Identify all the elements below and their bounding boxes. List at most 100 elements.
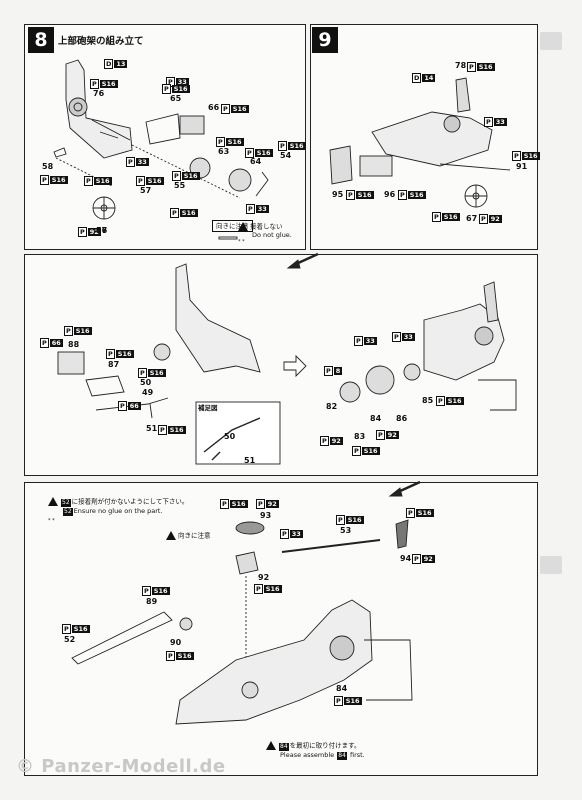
part-number: 55 — [174, 181, 186, 190]
part-number: 84 — [336, 684, 348, 693]
part-number: 78 — [455, 61, 467, 70]
part-number: 93 — [260, 511, 272, 520]
part-number: 82 — [326, 402, 338, 411]
part-number: 92 — [258, 573, 270, 582]
part-number: 94 — [400, 554, 412, 563]
side-tab-mid — [540, 556, 562, 574]
part-number: 90 — [170, 638, 182, 647]
next-step-tab — [540, 32, 562, 50]
detail-view-label: 補足図 — [198, 404, 218, 412]
part-number: 66 — [208, 103, 220, 112]
glue-marks: * * — [238, 239, 245, 245]
part-number: 51 — [146, 424, 158, 433]
part-number: 67 — [96, 226, 108, 235]
part-number: 89 — [146, 597, 158, 606]
part-number: 53 — [340, 526, 352, 535]
caution-note: 向きに注意 — [166, 531, 211, 540]
part-number: 50 — [224, 432, 236, 441]
part-number: 83 — [354, 432, 366, 441]
part-number: 87 — [108, 360, 120, 369]
warning-icon — [48, 497, 58, 506]
watermark: © Panzer-Modell.de — [16, 756, 226, 777]
warning-icon — [238, 222, 248, 231]
part-number: 54 — [280, 151, 292, 160]
do-not-glue-note: 接着しない Do not glue. — [238, 222, 292, 239]
part-number: 49 — [142, 388, 154, 397]
part-number: 95 — [332, 190, 344, 199]
part-number: 86 — [396, 414, 408, 423]
part-number: 64 — [250, 157, 262, 166]
part-number: 76 — [93, 89, 105, 98]
part-number: 57 — [140, 186, 152, 195]
warning-icon — [166, 531, 176, 540]
part-number: 96 — [384, 190, 396, 199]
part-number: 56 — [96, 226, 108, 235]
part-number: 84 — [370, 414, 382, 423]
part-number: 67 — [466, 214, 478, 223]
part-number: 85 — [422, 396, 434, 405]
step-9-number: 9 — [312, 27, 338, 53]
warning-icon — [266, 741, 276, 750]
part-number: 63 — [218, 147, 230, 156]
part-number: 58 — [42, 162, 54, 171]
step-8-title: 上部砲架の組み立て — [58, 36, 144, 47]
part-number: 65 — [170, 94, 182, 103]
part-number: 52 — [64, 635, 76, 644]
glue-marks: * * — [48, 518, 55, 524]
step-8-number: 8 — [28, 27, 54, 53]
part-number: 51 — [244, 456, 256, 465]
part-number: 88 — [68, 340, 80, 349]
part-number: 91 — [516, 162, 528, 171]
